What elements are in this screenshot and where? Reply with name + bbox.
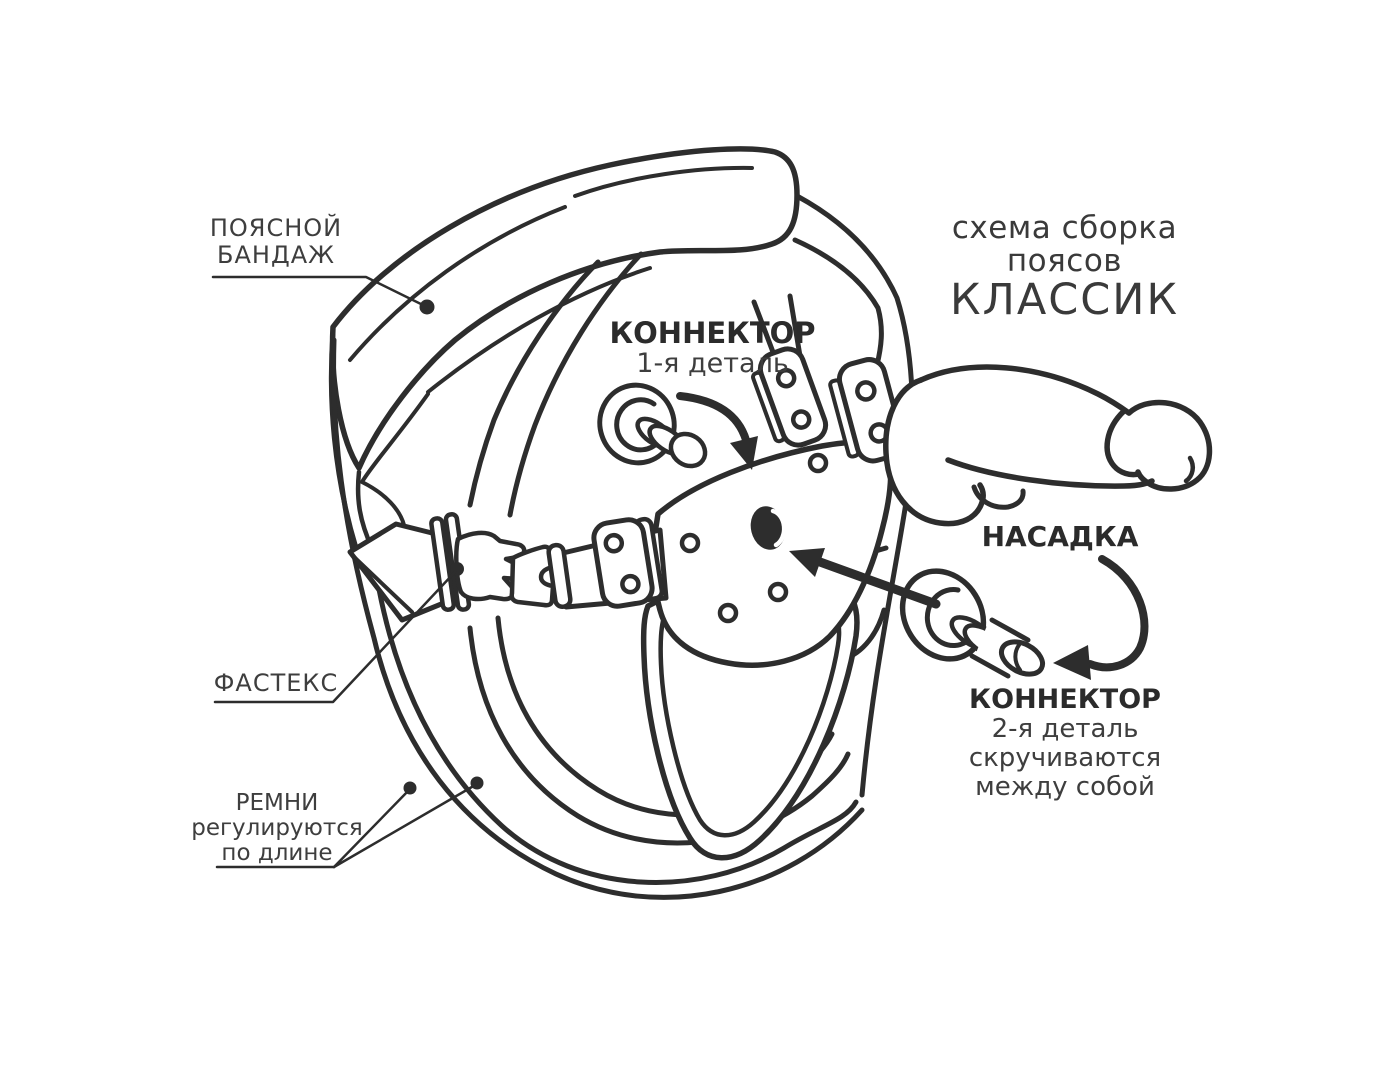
- connector2-flange-inner: [924, 587, 969, 649]
- leader-straps-1: [332, 787, 412, 869]
- label-straps: РЕМНИ регулируются по длине: [168, 791, 386, 866]
- leader-straps-2: [332, 782, 479, 869]
- straps-line1: РЕМНИ: [235, 790, 319, 816]
- label-attachment: НАСАДКА: [955, 522, 1165, 552]
- band-pad-inner-line: [573, 165, 754, 198]
- title-line1: схема сборка: [951, 210, 1178, 246]
- center-plate: [651, 439, 894, 668]
- leader-dot-strap-1: [403, 781, 417, 795]
- front-strap: [467, 251, 644, 518]
- front-strap-left-edge: [467, 259, 601, 508]
- fastex-strap-tab-fold: [351, 554, 414, 614]
- label-fastex: ФАСТЕКС: [181, 670, 371, 696]
- title-line2: поясов: [1006, 243, 1123, 279]
- fastex-slider-bar: [546, 542, 573, 610]
- fastex-buckle: [347, 512, 573, 623]
- attachment-silhouette: [885, 367, 1210, 524]
- connector-part1: [597, 382, 708, 469]
- buckle-plate-left: [591, 516, 665, 609]
- arrowhead-1: [730, 436, 758, 470]
- label-connector1: КОННЕКТОР 1-я деталь: [595, 317, 830, 378]
- strap-arc-2: [371, 557, 859, 885]
- attachment-shaft-top: [918, 364, 1132, 416]
- leader-dot-waist-band: [419, 299, 435, 315]
- connector1-title: КОННЕКТОР: [609, 316, 816, 350]
- plate-hole-2: [807, 452, 829, 474]
- belt-right-inner-edge: [792, 237, 884, 368]
- adjuster-plate-top: [751, 346, 829, 448]
- connector2-line4: между собой: [975, 772, 1155, 802]
- connector2-tip-cap: [998, 639, 1046, 677]
- attachment-shaft-bottom: [945, 457, 1155, 489]
- attachment-ball-inner: [971, 484, 1026, 510]
- diagram-title: схема сборка поясов КЛАССИК: [912, 210, 1217, 325]
- connector2-line2: 2-я деталь: [991, 714, 1139, 744]
- fastex-title: ФАСТЕКС: [213, 669, 339, 697]
- label-connector2: КОННЕКТОР 2-я деталь скручиваются между …: [935, 684, 1195, 802]
- straps-line2: регулируются: [191, 815, 363, 841]
- connector2-line3: скручиваются: [968, 743, 1162, 773]
- front-strap-anchor-line-1: [751, 299, 779, 363]
- connector2-tip-face-line: [1013, 643, 1022, 672]
- plate-center-hole: [750, 506, 786, 550]
- leader-waist-band: [211, 275, 429, 309]
- arrowhead-3: [1053, 645, 1091, 680]
- dildo-attachment: [883, 364, 1213, 527]
- connector1-flange-inner: [614, 397, 662, 453]
- plate-hole-1: [679, 532, 701, 554]
- strap-arc-1: [331, 337, 865, 900]
- arrow-attachment-to-connector2: [1053, 555, 1149, 680]
- plate-hole-3: [767, 581, 789, 603]
- arrow-connector2-to-plate: [789, 548, 941, 609]
- leader-fastex: [213, 570, 457, 704]
- front-strap-anchor-line-2: [787, 293, 803, 359]
- connector1-tip: [668, 431, 708, 469]
- straps-line3: по длине: [221, 840, 333, 866]
- front-strap-right-edge: [507, 251, 644, 518]
- connector2-tip-bottom: [969, 653, 1011, 679]
- waist-band-line2: БАНДАЖ: [217, 241, 335, 269]
- connector2-title: КОННЕКТОР: [969, 684, 1161, 715]
- leader-lines: [211, 275, 484, 869]
- plate-hole-4: [717, 602, 739, 624]
- fastex-female-part: [509, 544, 556, 608]
- arrow-connector1-to-plate: [676, 392, 758, 470]
- waist-band-line1: ПОЯСНОЙ: [209, 214, 343, 242]
- attachment-glans-fold: [1104, 408, 1142, 478]
- attachment-glans: [1126, 399, 1213, 492]
- title-line3: КЛАССИК: [949, 275, 1180, 325]
- band-highlight-line: [348, 205, 567, 362]
- plate-center-hole-highlight: [770, 508, 787, 548]
- band-fold-curve: [360, 392, 430, 527]
- attachment-glans-detail: [1183, 455, 1196, 484]
- strap-arc-3: [467, 625, 851, 846]
- leader-dot-strap-2: [470, 776, 484, 790]
- connector1-subtitle: 1-я деталь: [636, 348, 789, 379]
- arrowhead-2: [789, 548, 825, 577]
- connector-part2: [899, 568, 1046, 680]
- band-outline: [329, 146, 800, 471]
- attachment-title: НАСАДКА: [981, 520, 1139, 553]
- label-waist-band: ПОЯСНОЙ БАНДАЖ: [166, 215, 386, 269]
- connector2-tip-top: [989, 617, 1031, 643]
